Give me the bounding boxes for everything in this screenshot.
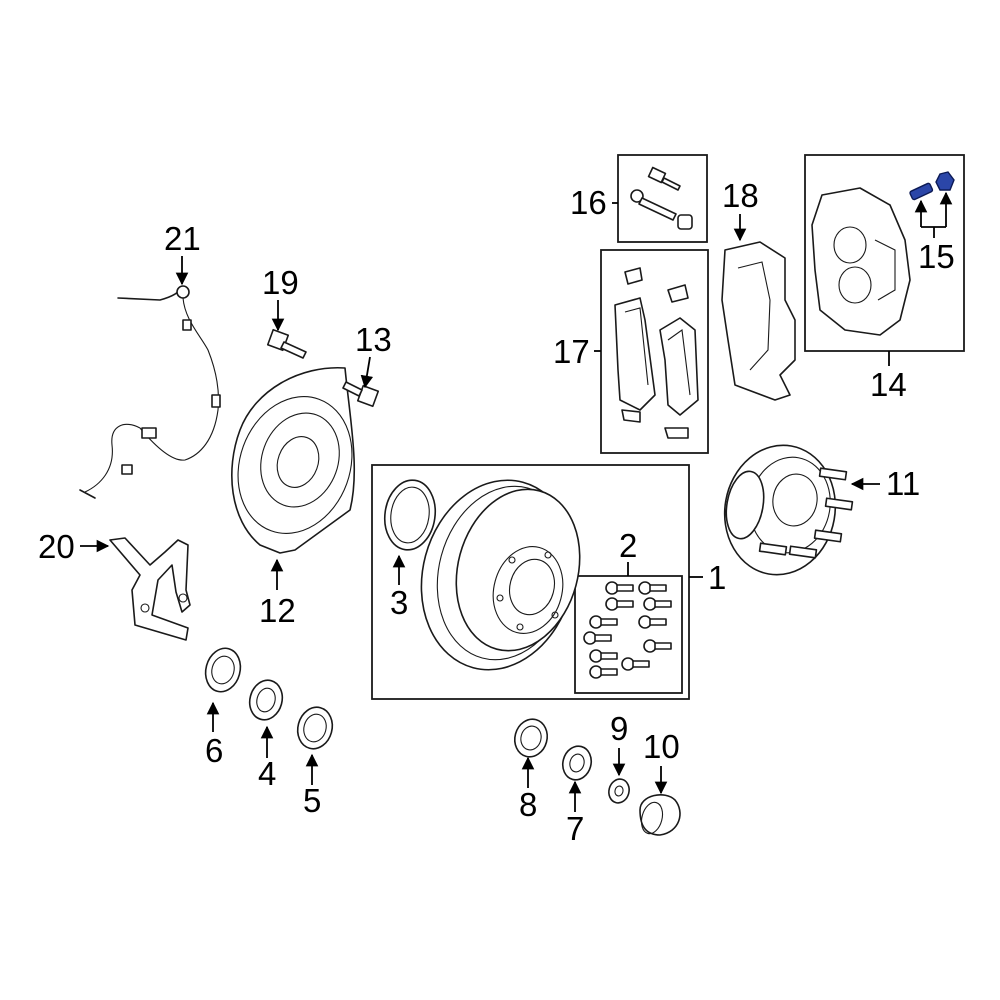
shield-bolt-13 xyxy=(342,381,380,408)
dust-shield xyxy=(231,367,356,554)
callout-7: 7 xyxy=(566,810,584,847)
inner-race xyxy=(296,706,334,750)
shield-bolt xyxy=(266,328,307,359)
guide-pin-kit-box xyxy=(617,154,708,243)
caliper-guide-pins xyxy=(630,166,693,230)
brake-rotor xyxy=(420,479,581,671)
callout-18: 18 xyxy=(722,177,759,214)
callout-2: 2 xyxy=(619,527,637,564)
brake-pads xyxy=(614,267,699,439)
callout-5: 5 xyxy=(303,782,321,819)
leader-lines xyxy=(80,191,953,812)
wheel-hub xyxy=(723,444,854,576)
washer xyxy=(608,778,630,804)
rotor-seal xyxy=(383,479,437,551)
caliper-bracket xyxy=(721,241,796,401)
callout-11: 11 xyxy=(886,465,920,502)
callout-10: 10 xyxy=(643,728,680,765)
callout-4: 4 xyxy=(258,755,276,792)
inner-seal xyxy=(204,647,242,693)
callout-13: 13 xyxy=(355,321,392,358)
outer-bearing xyxy=(561,745,593,781)
callout-17: 17 xyxy=(553,333,590,370)
callout-12: 12 xyxy=(259,592,296,629)
callout-8: 8 xyxy=(519,786,537,823)
abs-sensor-wire xyxy=(79,285,221,499)
caliper-box xyxy=(804,154,965,352)
callout-19: 19 xyxy=(262,264,299,301)
rotor-group-box xyxy=(371,464,690,700)
abs-bracket xyxy=(109,537,191,641)
callout-labels: 1 2 3 4 5 6 7 8 9 10 11 12 13 14 15 16 1… xyxy=(38,177,955,847)
caliper-bolts-highlighted xyxy=(909,171,955,201)
callout-21: 21 xyxy=(164,220,201,257)
outer-race xyxy=(513,718,549,758)
rotor-bolts xyxy=(583,581,672,679)
callout-1: 1 xyxy=(708,559,726,596)
callout-9: 9 xyxy=(610,710,628,747)
brake-caliper xyxy=(811,187,911,336)
callout-6: 6 xyxy=(205,732,223,769)
callout-3: 3 xyxy=(390,584,408,621)
callout-14: 14 xyxy=(870,366,907,403)
inner-bearing xyxy=(248,679,284,721)
dust-cap xyxy=(639,794,681,836)
callout-15: 15 xyxy=(918,238,955,275)
callout-16: 16 xyxy=(570,184,607,221)
callout-20: 20 xyxy=(38,528,75,565)
